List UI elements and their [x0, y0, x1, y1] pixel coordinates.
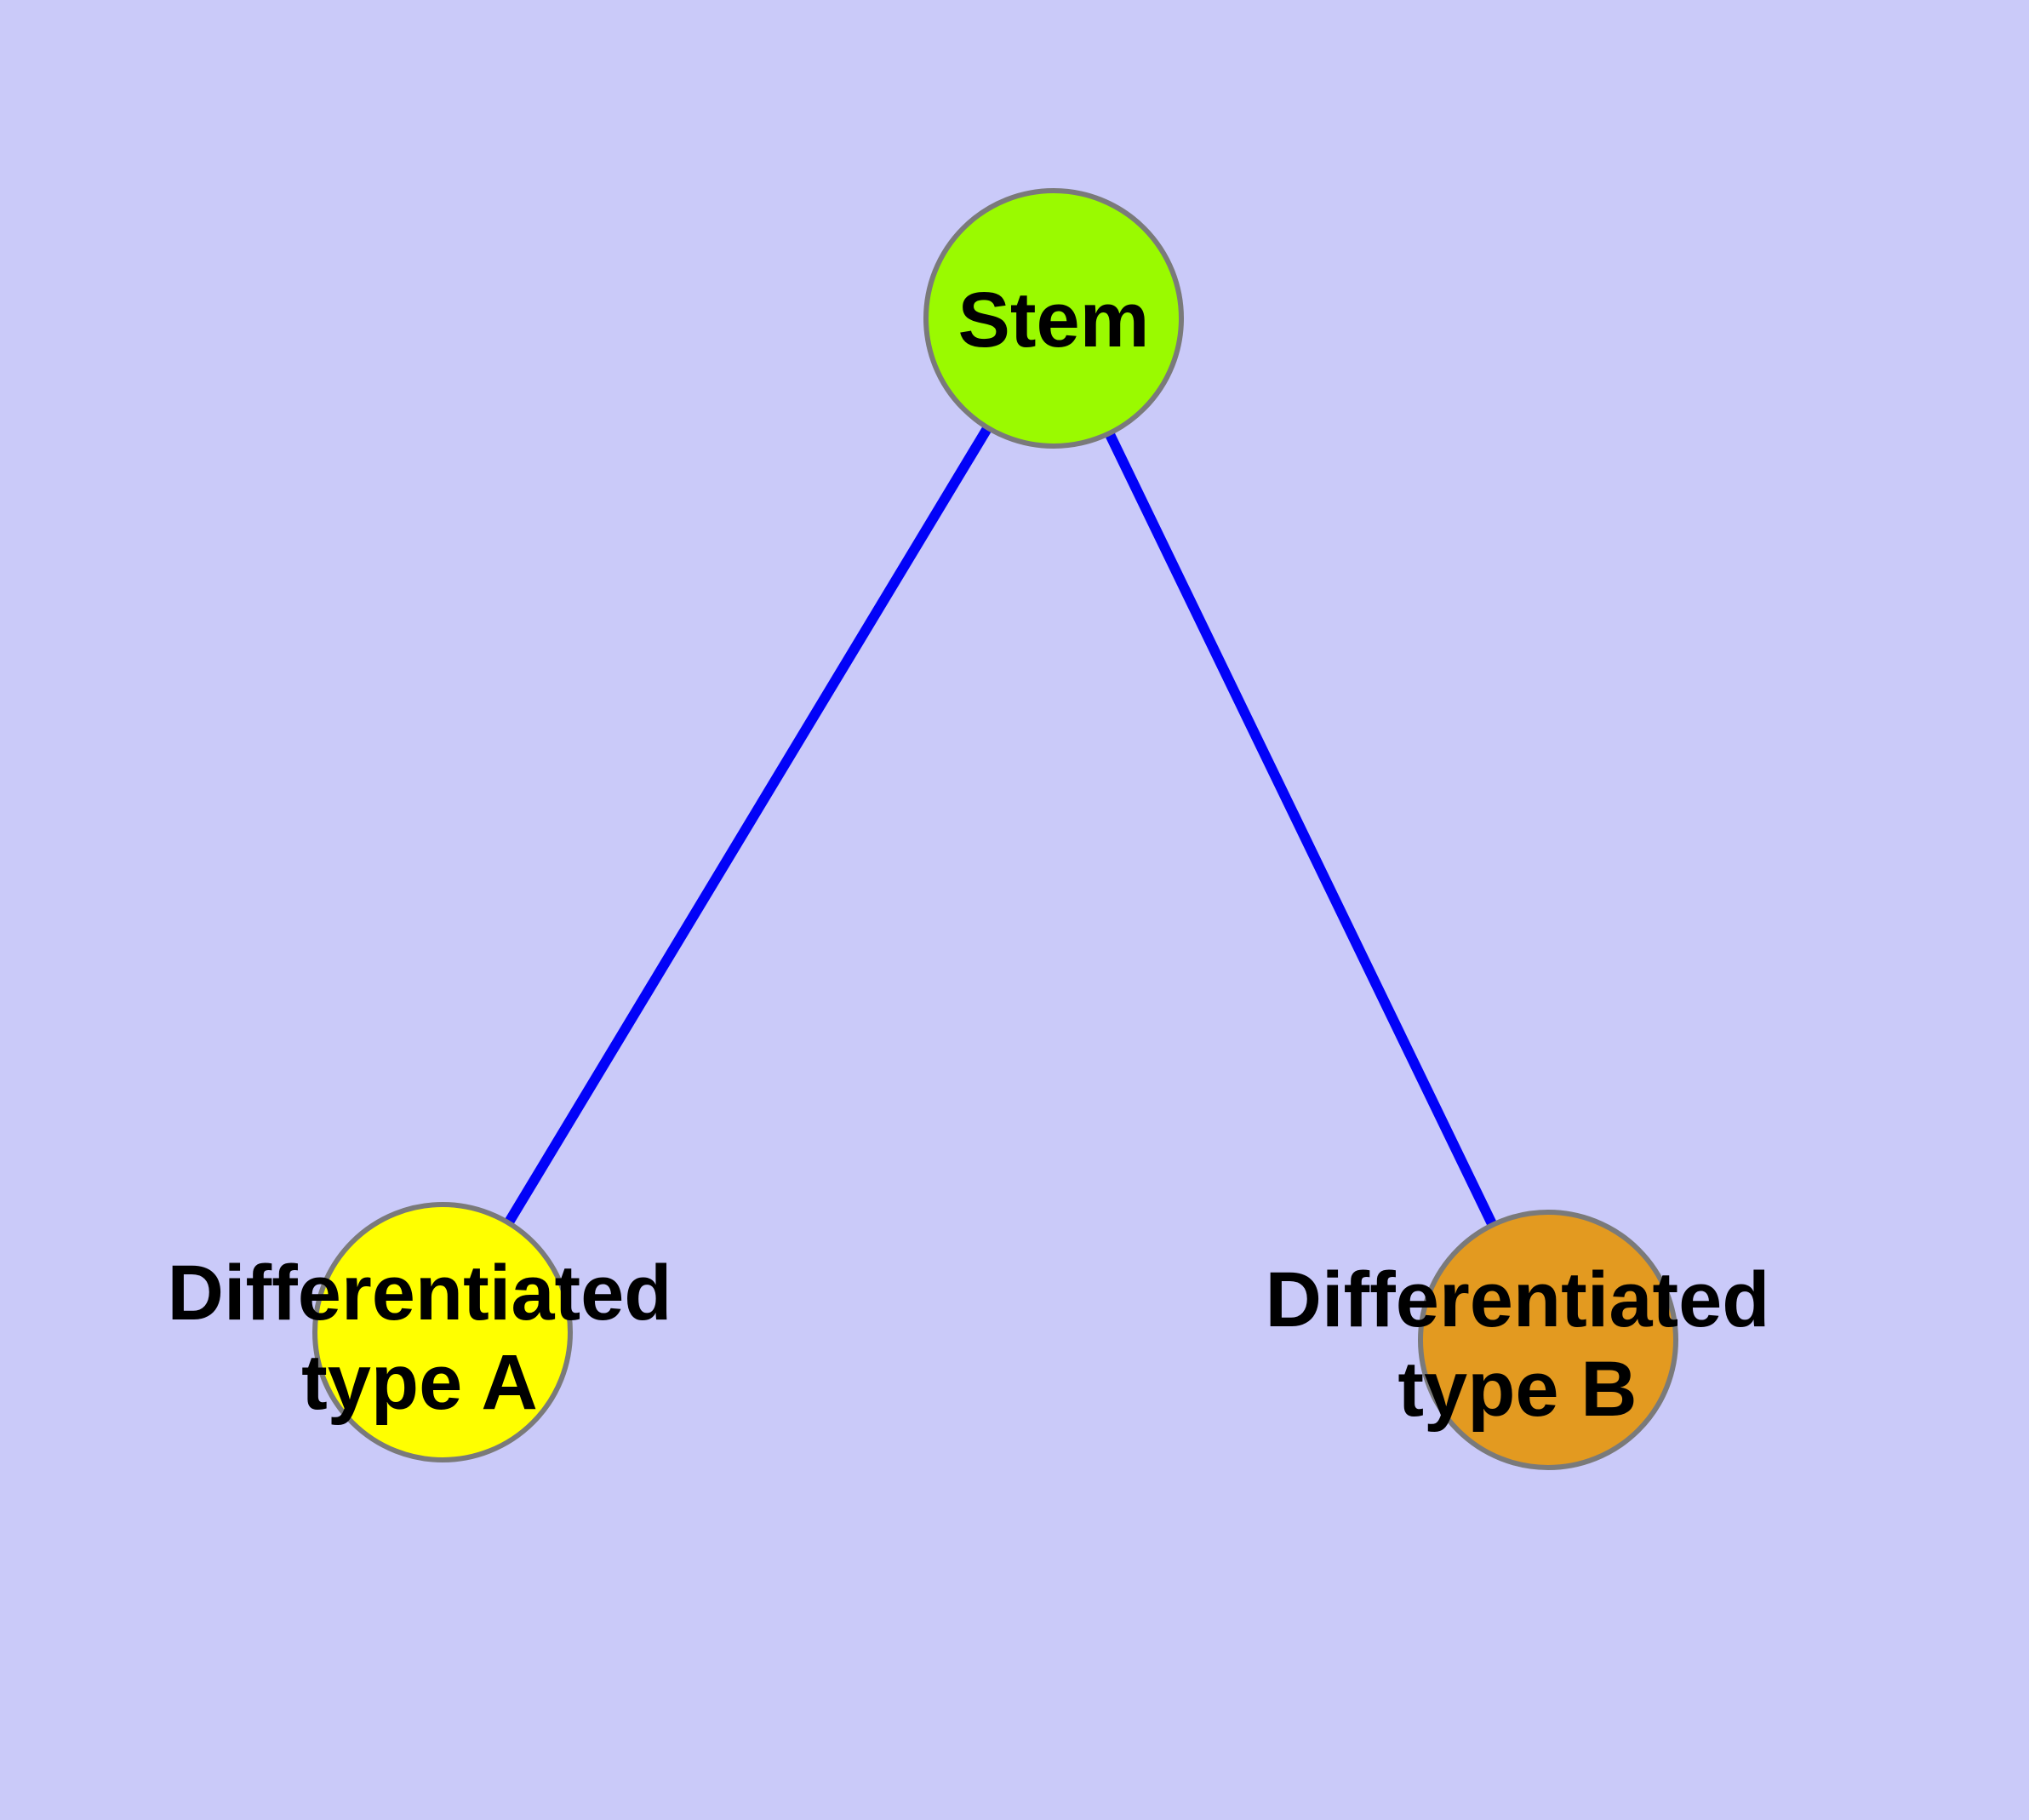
- label-group: Stem Differentiated type A Differentiate…: [168, 277, 1770, 1433]
- edge-stem-to-type-b: [1049, 316, 1553, 1342]
- node-type-a-label-line2: type A: [301, 1339, 538, 1426]
- node-type-a-label-line1: Differentiated: [168, 1250, 672, 1336]
- node-type-b-label-line2: type B: [1397, 1346, 1637, 1433]
- edge-stem-to-type-a: [437, 315, 1059, 1336]
- node-type-b-label-line1: Differentiated: [1266, 1256, 1770, 1343]
- node-type-b-circle: [1418, 1210, 1678, 1470]
- edge-group: [437, 315, 1553, 1342]
- node-group: [312, 188, 1678, 1470]
- node-stem-label: Stem: [958, 277, 1150, 363]
- node-stem-circle: [923, 188, 1184, 449]
- node-type-a-circle: [312, 1202, 573, 1462]
